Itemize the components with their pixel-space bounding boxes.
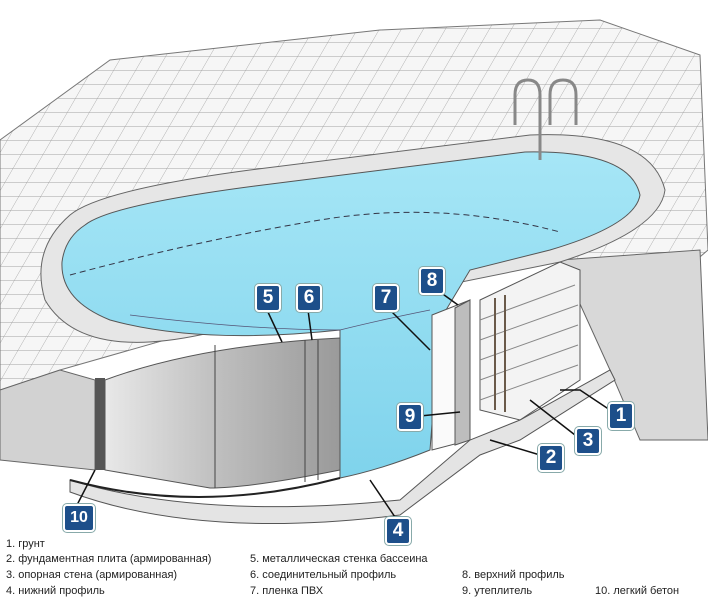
- legend-item-2: 2. фундаментная плита (армированная): [6, 553, 212, 565]
- leader-lines: [76, 291, 611, 521]
- marker-8: 8: [419, 267, 445, 295]
- legend-item-1: 1. грунт: [6, 538, 45, 550]
- block-wall: [479, 261, 581, 421]
- marker-10: 10: [63, 504, 95, 532]
- legend-item-6: 6. соединительный профиль: [250, 569, 397, 581]
- marker-1: 1: [608, 402, 634, 430]
- ground-section: [559, 249, 708, 441]
- legend-item-7: 7. пленка ПВХ: [250, 585, 324, 597]
- marker-5: 5: [255, 284, 281, 312]
- foundation-slab: [69, 369, 616, 525]
- marker-3: 3: [575, 427, 601, 455]
- legend-item-3: 3. опорная стена (армированная): [6, 569, 178, 581]
- metal-wall: [104, 337, 341, 489]
- legend-item-5: 5. металлическая стенка бассеина: [250, 553, 428, 565]
- legend-item-10: 10. легкий бетон: [595, 585, 680, 597]
- ladder: [513, 78, 578, 160]
- legend-item-9: 9. утеплитель: [462, 585, 533, 597]
- marker-4: 4: [385, 517, 411, 545]
- pool-water: [61, 151, 641, 479]
- marker-2: 2: [538, 444, 564, 472]
- marker-7: 7: [373, 284, 399, 312]
- legend-item-8: 8. верхний профиль: [462, 569, 565, 581]
- marker-6: 6: [296, 284, 322, 312]
- legend-item-4: 4. нижний профиль: [6, 585, 105, 597]
- marker-9: 9: [397, 403, 423, 431]
